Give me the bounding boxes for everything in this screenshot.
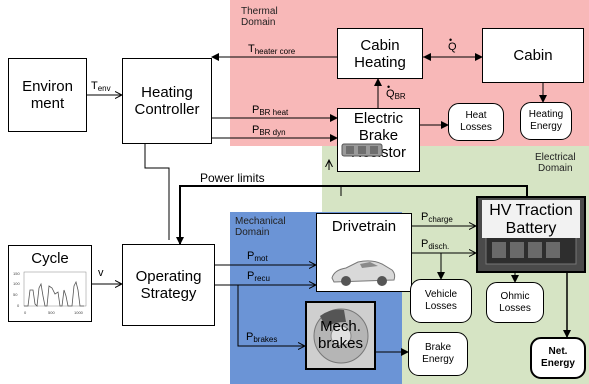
v-label: v — [98, 267, 104, 279]
t-env-label: Tenv — [91, 80, 111, 93]
wire-p-br-dyn — [144, 134, 338, 240]
wire-p-brakes — [237, 285, 305, 346]
plot-xtick: 1000 — [74, 310, 84, 315]
drive-cycle-plot: 150 100 50 0 0 500 1000 — [13, 271, 87, 315]
p-charge-label: Pcharge — [421, 211, 453, 224]
p-br-dyn-label: PBR dyn — [252, 124, 286, 137]
brake-disc-image — [313, 308, 369, 364]
p-recu-label: Precu — [247, 270, 270, 283]
mech-brakes-label: Mech.brakes — [317, 318, 364, 352]
power-limits-label: Power limits — [200, 171, 265, 185]
p-brakes-label: Pbrakes — [246, 331, 278, 344]
q-dot-br-label: QBR — [386, 88, 406, 103]
p-mot-label: Pmot — [247, 250, 268, 263]
cycle-block: Cycle — [8, 245, 92, 322]
cabin-block: Cabin — [482, 28, 584, 83]
plot-ytick: 0 — [17, 303, 20, 308]
t-heater-core-label: Theater core — [248, 43, 296, 56]
wire-power-limits — [176, 185, 528, 245]
p-disch-label: Pdisch. — [421, 238, 450, 251]
plot-ytick: 150 — [13, 271, 20, 276]
brake-resistor-image — [341, 143, 383, 157]
vehicle-image — [331, 260, 396, 286]
q-dot-label: Q — [448, 41, 457, 53]
net-energy-output: Net.Energy — [530, 337, 586, 379]
battery-pack-image — [478, 198, 584, 271]
p-br-heat-label: PBR heat — [252, 104, 289, 117]
plot-ytick: 100 — [13, 281, 20, 286]
plot-ytick: 50 — [13, 292, 18, 297]
plot-xtick: 500 — [48, 310, 55, 315]
plot-xtick: 0 — [24, 310, 27, 315]
